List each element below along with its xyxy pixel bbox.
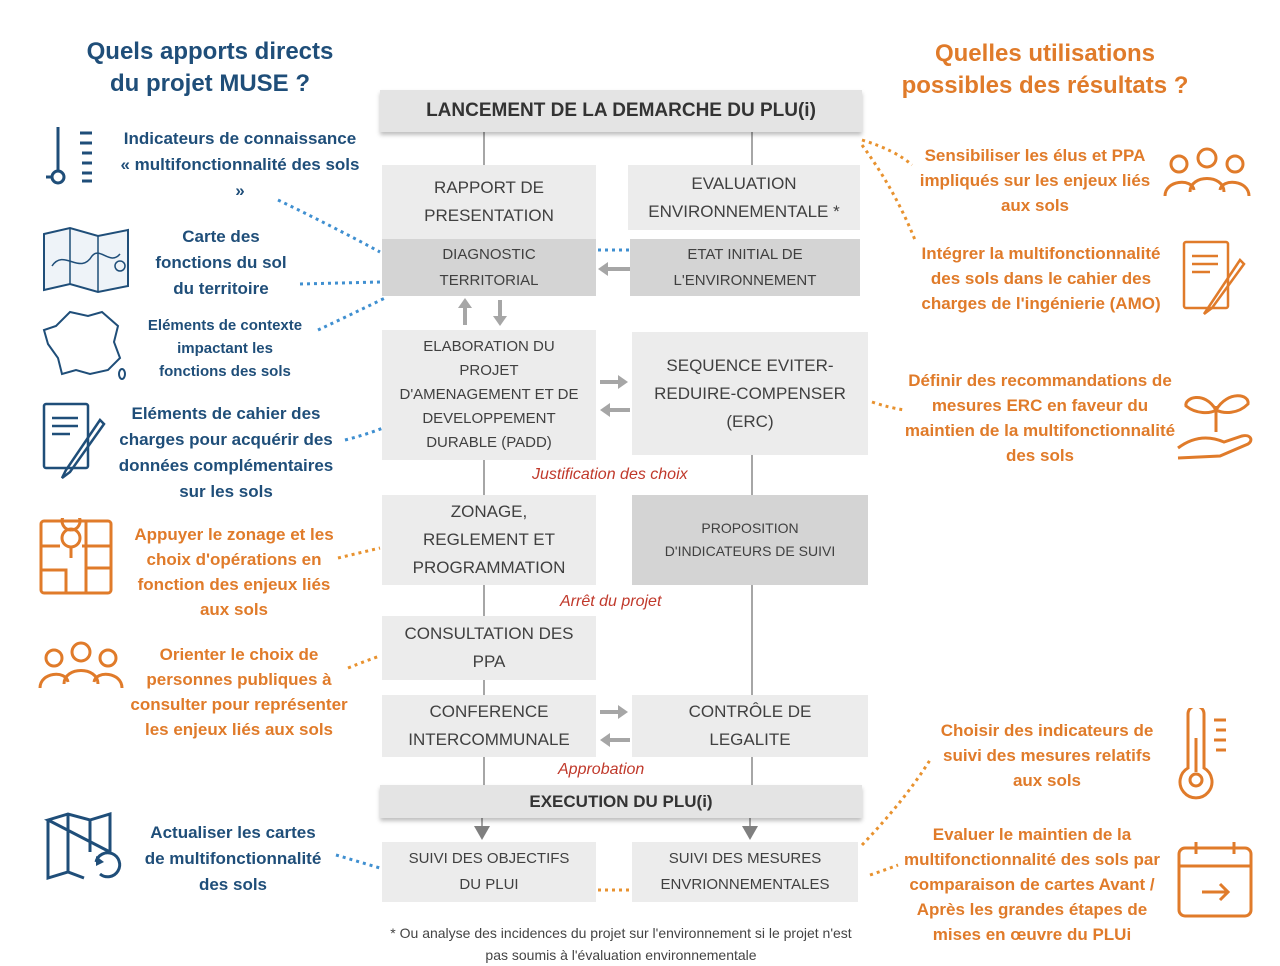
left-item-carte: Carte des fonctions du sol du territoire: [155, 227, 287, 298]
plant-hand-icon: [1177, 394, 1253, 460]
suivi-mesures-label: SUIVI DES MESURES ENVRIONNEMENTALES: [660, 850, 830, 893]
consultation-box: CONSULTATION DES PPA: [382, 616, 596, 680]
left-item-indicateurs: Indicateurs de connaissance « multifonct…: [120, 129, 360, 200]
zoning-map-icon: [39, 518, 113, 595]
left-header: Quels apports directs du projet MUSE ?: [86, 38, 334, 97]
evaluation-label: EVALUATION ENVIRONNEMENTALE *: [648, 173, 840, 221]
padd-label: ELABORATION DU PROJET D'AMENAGEMENT ET D…: [399, 338, 579, 451]
group-people-icon: [38, 641, 124, 689]
document-pen-icon: [42, 402, 106, 479]
indicateurs-label: PROPOSITION D'INDICATEURS DE SUIVI: [664, 520, 836, 559]
france-map-icon: [42, 310, 126, 380]
rapport-box: RAPPORT DE PRESENTATION: [382, 165, 596, 239]
etat-initial-label: ETAT INITIAL DE L'ENVIRONNEMENT: [673, 245, 817, 289]
left-item-actualiser: Actualiser les cartes de multifonctionna…: [144, 823, 322, 894]
zonage-label: ZONAGE, REGLEMENT ET PROGRAMMATION: [412, 502, 566, 577]
right-item-choisir: Choisir des indicateurs de suivi des mes…: [940, 721, 1154, 790]
left-item-orienter: Orienter le choix de personnes publiques…: [130, 645, 348, 739]
right-item-sensibiliser: Sensibiliser les élus et PPA impliqués s…: [919, 146, 1151, 215]
map-refresh-icon: [44, 812, 122, 881]
right-item-evaluer: Evaluer le maintien de la multifonctionn…: [904, 825, 1160, 944]
diagnostic-label: DIAGNOSTIC TERRITORIAL: [439, 245, 539, 289]
arret-label: Arrêt du projet: [560, 593, 662, 610]
conference-box: CONFERENCE INTERCOMMUNALE: [382, 695, 596, 757]
left-item-zonage: Appuyer le zonage et les choix d'opérati…: [134, 525, 334, 619]
left-item-cahier: Eléments de cahier des charges pour acqu…: [118, 404, 334, 501]
conference-label: CONFERENCE INTERCOMMUNALE: [408, 702, 570, 749]
padd-box: ELABORATION DU PROJET D'AMENAGEMENT ET D…: [382, 330, 596, 460]
etat-initial-box: ETAT INITIAL DE L'ENVIRONNEMENT: [630, 239, 860, 296]
controle-label: CONTRÔLE DE LEGALITE: [688, 702, 812, 749]
right-header: Quelles utilisations possibles des résul…: [901, 40, 1189, 99]
right-item-erc: Définir des recommandations de mesures E…: [904, 371, 1176, 465]
consultation-label: CONSULTATION DES PPA: [404, 624, 574, 671]
suivi-objectifs-label: SUIVI DES OBJECTIFS DU PLUI: [408, 850, 570, 893]
approbation-label: Approbation: [558, 761, 645, 778]
suivi-objectifs-box: SUIVI DES OBJECTIFS DU PLUI: [382, 842, 596, 902]
thermometer-icon: [46, 127, 92, 185]
zonage-box: ZONAGE, REGLEMENT ET PROGRAMMATION: [382, 495, 596, 585]
right-item-integrer: Intégrer la multifonctionnalité des sols…: [921, 244, 1161, 313]
justification-label: Justification des choix: [532, 466, 688, 483]
calendar-arrow-icon: [1177, 842, 1253, 918]
rapport-label: RAPPORT DE PRESENTATION: [424, 178, 554, 225]
group-people-icon: [1163, 147, 1251, 197]
diagnostic-box: DIAGNOSTIC TERRITORIAL: [382, 239, 596, 296]
erc-box: SEQUENCE EVITER-REDUIRE-COMPENSER (ERC): [632, 332, 868, 455]
footnote: * Ou analyse des incidences du projet su…: [390, 925, 852, 963]
launch-banner: LANCEMENT DE LA DEMARCHE DU PLU(i): [380, 90, 862, 132]
left-item-contexte: Eléments de contexte impactant les fonct…: [147, 317, 303, 380]
indicateurs-box: PROPOSITION D'INDICATEURS DE SUIVI: [632, 495, 868, 585]
suivi-mesures-box: SUIVI DES MESURES ENVRIONNEMENTALES: [632, 842, 858, 902]
map-icon: [43, 226, 129, 294]
evaluation-box: EVALUATION ENVIRONNEMENTALE *: [628, 165, 860, 230]
thermometer-icon: [1178, 708, 1226, 800]
document-pen-icon: [1182, 240, 1246, 315]
controle-box: CONTRÔLE DE LEGALITE: [632, 695, 868, 757]
erc-label: SEQUENCE EVITER-REDUIRE-COMPENSER (ERC): [654, 355, 846, 431]
execution-banner: EXECUTION DU PLU(i): [380, 785, 862, 818]
